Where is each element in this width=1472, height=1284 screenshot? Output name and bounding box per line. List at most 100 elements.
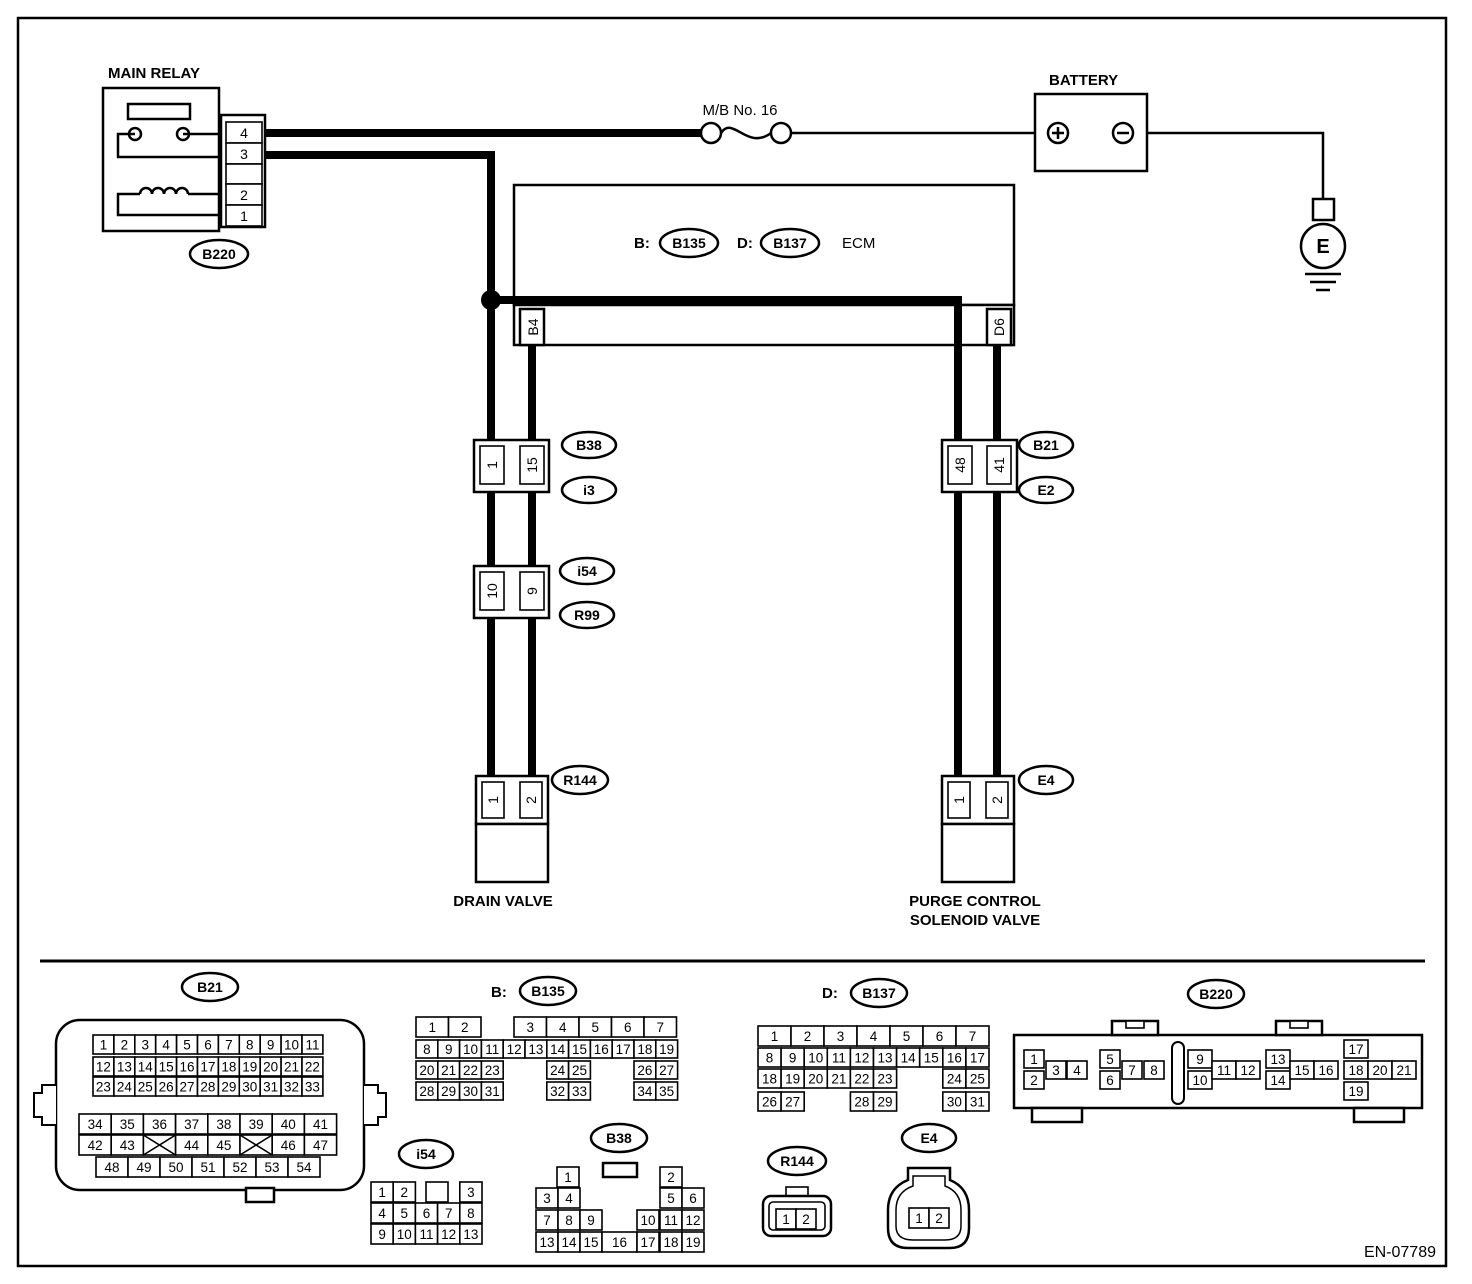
legend-b38-pin-1: 1 xyxy=(564,1170,572,1185)
legend-b137-pin-16: 16 xyxy=(947,1051,962,1066)
legend-b220-pin-17-cell xyxy=(1343,1039,1369,1059)
legend-tag-b220: B220 xyxy=(1199,986,1233,1002)
legend-b220-pin-11: 11 xyxy=(1217,1063,1231,1078)
relay-pin-1: 1 xyxy=(240,208,248,224)
legend-b135-pin-35-cell xyxy=(654,1081,679,1101)
legend-b38-pin-6-cell xyxy=(681,1187,705,1209)
legend-b137-pin-25-cell xyxy=(965,1068,990,1089)
legend-e4-pin-1: 1 xyxy=(915,1211,923,1226)
legend-b38-pin-12: 12 xyxy=(685,1213,700,1228)
legend-tag-b38: B38 xyxy=(606,1130,632,1146)
legend-b137-pin-17-cell xyxy=(965,1047,990,1068)
legend-b137-pin-23: 23 xyxy=(878,1072,893,1087)
legend-b137-pin-19: 19 xyxy=(785,1072,800,1087)
legend-b135-pin-24: 24 xyxy=(550,1063,566,1078)
legend-b38-pin-4: 4 xyxy=(565,1191,573,1206)
legend-b135-pin-33-cell xyxy=(567,1081,592,1101)
legend-b21-pin-13: 13 xyxy=(117,1060,132,1075)
legend-b135-pin-19-cell xyxy=(654,1039,679,1059)
legend-b220-pin-16: 16 xyxy=(1318,1063,1333,1078)
legend-b21-pin-44: 44 xyxy=(184,1138,200,1153)
legend-b135-pin-5: 5 xyxy=(591,1020,599,1035)
legend-b21-pin-12: 12 xyxy=(96,1060,111,1075)
b38-pin-1: 1 xyxy=(484,461,500,469)
legend-b135-pin-6: 6 xyxy=(624,1020,632,1035)
legend-b135-pin-18: 18 xyxy=(637,1042,652,1057)
legend-b137-pin-7-cell xyxy=(955,1025,990,1047)
legend-b220-pin-2-cell xyxy=(1023,1070,1045,1090)
legend-b21-pin-18: 18 xyxy=(221,1060,236,1075)
ecm-pin-d6: D6 xyxy=(991,318,1007,336)
legend-b137-pin-30: 30 xyxy=(947,1095,962,1110)
b21-pin-48: 48 xyxy=(952,457,968,473)
legend-b220-pin-8-cell xyxy=(1143,1060,1165,1080)
legend-b220-pin-9: 9 xyxy=(1196,1052,1204,1067)
legend-b137-pin-25: 25 xyxy=(970,1072,985,1087)
legend-b21-pin-x4-5-blank-mark xyxy=(239,1134,273,1156)
legend-b38-pin-9: 9 xyxy=(587,1213,595,1228)
legend-b135-pin-22: 22 xyxy=(463,1063,478,1078)
legend-b135-pin-31: 31 xyxy=(485,1084,500,1099)
legend-b21-pin-22: 22 xyxy=(305,1060,320,1075)
legend-b38-pin-19: 19 xyxy=(685,1235,700,1250)
legend-b38-pin-16: 16 xyxy=(612,1235,627,1250)
legend-b21-pin-36: 36 xyxy=(152,1117,167,1132)
legend-b137-pin-2: 2 xyxy=(804,1029,812,1044)
legend-b135-pin-32: 32 xyxy=(550,1084,565,1099)
legend-b137-pin-12: 12 xyxy=(854,1051,869,1066)
legend-b21-pin-x4-2-blank-mark xyxy=(142,1134,177,1156)
legend-b137-pin-20: 20 xyxy=(808,1072,823,1087)
legend-b38-pin-10: 10 xyxy=(640,1213,655,1228)
legend-b137-pin-27-cell xyxy=(780,1091,805,1112)
legend-b137-pin-5: 5 xyxy=(903,1029,911,1044)
legend-b21-pin-42: 42 xyxy=(88,1138,103,1153)
legend-b220-pin-21: 21 xyxy=(1396,1063,1411,1078)
legend-b135-pin-34: 34 xyxy=(637,1084,653,1099)
legend-b135-pin-25-cell xyxy=(567,1060,592,1080)
ecm-pin-b4: B4 xyxy=(525,318,541,335)
connector-tag-b135: B135 xyxy=(672,235,706,251)
legend-b137-pin-18: 18 xyxy=(762,1072,777,1087)
legend-b135-pin-11: 11 xyxy=(485,1042,499,1057)
connector-tag-b38: B38 xyxy=(576,437,602,453)
legend-b21-pin-3: 3 xyxy=(141,1038,149,1053)
legend-b135-pin-31-cell xyxy=(480,1081,504,1101)
legend-b137-pin-6: 6 xyxy=(936,1029,944,1044)
ecm-label: ECM xyxy=(842,235,875,252)
legend-b38-pin-10-cell xyxy=(636,1209,660,1231)
legend-b135-pin-12: 12 xyxy=(507,1042,522,1057)
e4-pin-1: 1 xyxy=(951,796,967,804)
legend-e4: E4 1 2 xyxy=(886,1122,971,1250)
legend-b135-pin-14: 14 xyxy=(550,1042,566,1057)
legend-b135-pin-30: 30 xyxy=(463,1084,478,1099)
connector-tag-b220: B220 xyxy=(202,246,236,262)
legend-b137-pin-23-cell xyxy=(872,1068,898,1089)
legend-tag-r144: R144 xyxy=(780,1153,814,1169)
legend-b220-pin-17: 17 xyxy=(1348,1042,1363,1057)
legend-b220-pin-7: 7 xyxy=(1128,1063,1136,1078)
legend-b220-pin-2: 2 xyxy=(1030,1073,1038,1088)
connector-tag-i54: i54 xyxy=(577,563,597,579)
legend-b38-pin-1-cell xyxy=(556,1166,580,1188)
legend-b137-pin-22: 22 xyxy=(854,1072,869,1087)
legend-b21-pin-23: 23 xyxy=(96,1080,111,1095)
ecm-prefix-d: D: xyxy=(737,235,753,252)
legend-b135-pin-3: 3 xyxy=(526,1020,534,1035)
legend-b220-pin-3-cell xyxy=(1045,1060,1067,1080)
legend-b220-pin-14-cell xyxy=(1265,1070,1291,1090)
legend-b135-pin-20: 20 xyxy=(419,1063,434,1078)
legend-b220-pin-5: 5 xyxy=(1106,1052,1114,1067)
legend-b21-pin-34: 34 xyxy=(88,1117,104,1132)
legend-b21-pin-54-cell xyxy=(287,1156,321,1178)
legend-b21-pin-1: 1 xyxy=(100,1038,108,1053)
b21-pin-41: 41 xyxy=(991,457,1007,473)
legend-b21-pin-11: 11 xyxy=(305,1038,319,1053)
connector-tag-b137: B137 xyxy=(773,235,807,251)
legend-b21-pin-47: 47 xyxy=(313,1138,328,1153)
legend-b21-pin-11-cell xyxy=(301,1034,324,1055)
legend-b220-pin-19: 19 xyxy=(1348,1084,1363,1099)
legend-b21-pin-45: 45 xyxy=(216,1138,231,1153)
legend-b21-pin-51: 51 xyxy=(200,1160,215,1175)
legend-b21-pin-28: 28 xyxy=(200,1080,215,1095)
